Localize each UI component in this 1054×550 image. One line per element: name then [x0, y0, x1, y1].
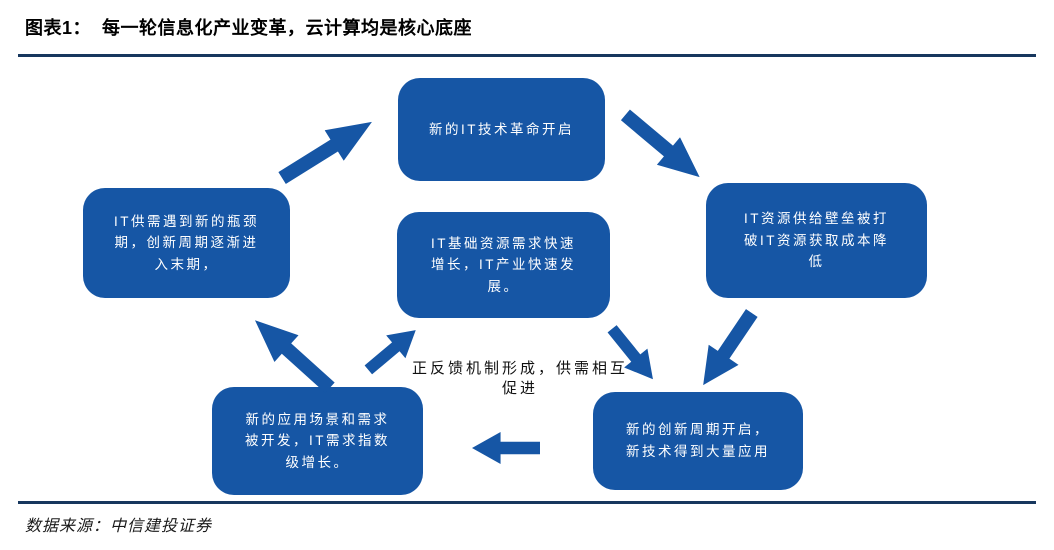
- arrow-center-to-bottomright-icon: [600, 319, 664, 388]
- arrow-bottomleft-to-left-icon: [243, 307, 342, 401]
- title-divider: [18, 54, 1036, 57]
- node-new-innovation-cycle: 新的创新周期开启， 新技术得到大量应用: [593, 392, 803, 490]
- footer-divider: [18, 501, 1036, 504]
- node-it-demand-growth: IT基础资源需求快速 增长，IT产业快速发 展。: [397, 212, 610, 318]
- node-bottleneck-period: IT供需遇到新的瓶颈 期，创新周期逐渐进 入末期，: [83, 188, 290, 298]
- feedback-note: 正反馈机制形成，供需相互 促进: [411, 360, 628, 398]
- node-it-demand-growth-label: IT基础资源需求快速 增长，IT产业快速发 展。: [431, 235, 576, 294]
- arrow-right-to-bottomright-icon: [688, 303, 766, 395]
- node-supply-barrier-broken-label: IT资源供给壁垒被打 破IT资源获取成本降 低: [744, 211, 889, 270]
- node-new-it-revolution-label: 新的IT技术革命开启: [429, 121, 574, 137]
- node-bottleneck-period-label: IT供需遇到新的瓶颈 期，创新周期逐渐进 入末期，: [114, 213, 259, 272]
- node-new-innovation-cycle-label: 新的创新周期开启， 新技术得到大量应用: [626, 422, 770, 459]
- node-new-it-revolution: 新的IT技术革命开启: [398, 78, 605, 181]
- arrow-top-to-right-icon: [614, 101, 711, 191]
- arrow-left-to-top-icon: [273, 107, 382, 194]
- node-new-app-scenarios-label: 新的应用场景和需求 被开发，IT需求指数 级增长。: [245, 411, 390, 470]
- node-new-app-scenarios: 新的应用场景和需求 被开发，IT需求指数 级增长。: [212, 387, 423, 495]
- node-supply-barrier-broken: IT资源供给壁垒被打 破IT资源获取成本降 低: [706, 183, 927, 298]
- arrow-note-to-center-icon: [359, 319, 426, 382]
- figure-title: 图表1： 每一轮信息化产业变革，云计算均是核心底座: [25, 18, 473, 38]
- data-source: 数据来源：中信建投证券: [25, 518, 213, 535]
- arrow-bottomright-to-bottomleft-icon: [472, 432, 540, 464]
